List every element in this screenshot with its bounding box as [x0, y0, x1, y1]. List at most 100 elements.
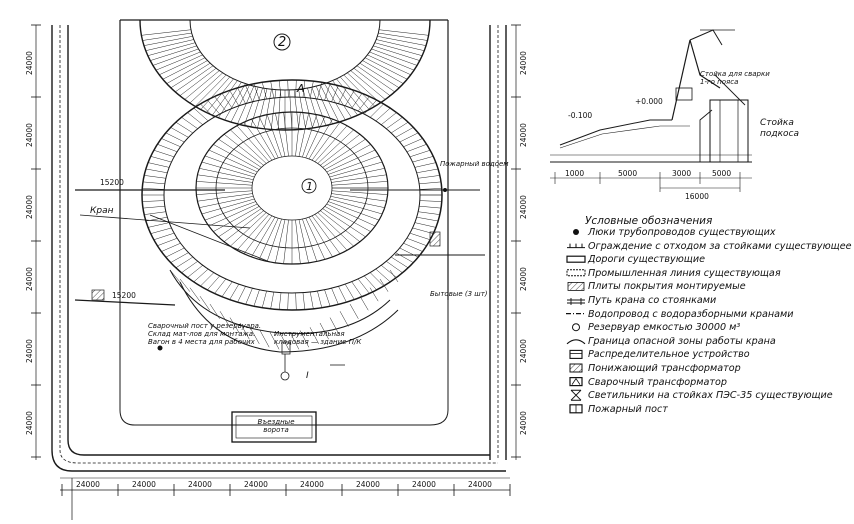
reservoir-rib — [145, 168, 168, 174]
left-dim-label: 24000 — [25, 195, 34, 219]
inner-rib — [329, 161, 383, 178]
sector-rib — [289, 332, 300, 350]
reservoir-rib — [331, 85, 339, 102]
reservoir-rib — [338, 87, 347, 104]
reservoir-rib — [418, 211, 440, 215]
dome-2-rib — [159, 54, 203, 76]
reservoir-rib — [386, 261, 403, 273]
dome-2-rib — [367, 54, 411, 76]
dome-2-rib — [374, 42, 423, 56]
reservoir-rib — [390, 121, 409, 134]
right-dim-label: 24000 — [519, 51, 528, 75]
inner-rib — [308, 216, 333, 258]
reservoir-rib — [324, 83, 331, 101]
road-dim-1: 15200 — [100, 178, 124, 187]
reservoir-rib — [148, 162, 170, 168]
section-tick-3: 5000 — [618, 169, 637, 178]
reservoir-icon — [572, 323, 580, 332]
dome-2-rib — [237, 86, 255, 125]
inner-rib — [314, 214, 348, 251]
manhole-icon — [573, 229, 579, 235]
dome-2-rib — [353, 68, 391, 96]
dome-2-rib — [200, 76, 230, 110]
inner-rib — [201, 161, 255, 178]
reservoir-rib — [386, 117, 403, 129]
inner-rib — [302, 114, 318, 158]
inner-rib — [331, 190, 388, 195]
bottom-dim-label: 24000 — [356, 480, 380, 489]
dome-2-rib — [145, 39, 194, 51]
reservoir-rib — [381, 112, 397, 125]
distribution-icon — [569, 349, 583, 359]
reservoir-rib — [253, 289, 260, 307]
reservoir-rib — [302, 292, 306, 310]
industrial-road-icon — [566, 269, 586, 277]
reservoir-rib — [375, 107, 391, 122]
gate-label: Въездные ворота — [257, 418, 295, 434]
inner-rib — [298, 219, 309, 263]
inner-rib — [305, 116, 326, 159]
dome-2-rib — [147, 42, 196, 56]
bottom-dim-label: 24000 — [132, 480, 156, 489]
left-dim-label: 24000 — [25, 411, 34, 435]
reservoir-rib — [357, 278, 370, 294]
inner-rib — [328, 155, 380, 175]
sector-rib — [379, 278, 389, 292]
inner-rib — [331, 174, 387, 183]
reservoir-rib — [261, 82, 267, 100]
reservoir-rib — [338, 286, 347, 303]
note-tool-storage: Инструментальная кладовая — здание П/К — [274, 330, 362, 346]
dome-2-rib — [336, 78, 364, 113]
right-dim-label: 24000 — [519, 411, 528, 435]
legend-item: Люки трубопроводов существующих — [588, 227, 776, 238]
inner-rib — [320, 134, 361, 166]
reservoir-rib — [419, 188, 442, 190]
inner-rib — [266, 218, 282, 262]
legend-item: Путь крана со стоянками — [588, 295, 717, 306]
dome-2-rib — [340, 76, 370, 110]
crane-lines — [74, 188, 485, 381]
dome-2-rib — [320, 84, 340, 123]
reservoir-rib — [381, 265, 397, 278]
dome-2-rib — [307, 87, 320, 127]
sector-rib — [319, 322, 329, 340]
crane-track-icon — [567, 298, 585, 305]
dimension-lines — [35, 25, 517, 491]
inner-rib — [331, 181, 388, 186]
reservoir-rib — [324, 289, 331, 307]
dome-2-rib — [166, 60, 208, 84]
reservoir-rib — [419, 181, 442, 185]
dome-2-rib — [277, 89, 281, 130]
section-right-label: Стойка подкоса — [760, 118, 800, 139]
reservoir-rib — [270, 291, 275, 309]
inner-rib — [258, 116, 279, 159]
dome-2-rib — [184, 70, 220, 100]
center-mark: I — [306, 371, 309, 381]
dome-2-rib — [289, 89, 293, 130]
dome-2-rib — [298, 89, 306, 129]
reservoir-rib — [165, 132, 185, 143]
reservoir-rib — [142, 200, 165, 202]
inner-rib — [213, 144, 260, 170]
reservoir-rib — [200, 272, 215, 287]
legend-item: Водопровод с водоразборными кранами — [588, 308, 794, 320]
crane-label: Кран — [90, 206, 114, 216]
section-tick-5: 5000 — [712, 169, 731, 178]
inner-rib — [317, 129, 354, 164]
dome-2-rib — [371, 48, 418, 66]
legend-item: Пожарный пост — [588, 403, 668, 415]
inner-rib — [236, 125, 270, 162]
inner-rib — [305, 217, 326, 260]
section-letter: А — [296, 82, 305, 95]
sector-rib — [259, 330, 270, 348]
reservoir-rib — [317, 82, 323, 100]
bottom-dim-label: 24000 — [412, 480, 436, 489]
section-top-label: Стойка для сварки 1-го пояса — [700, 70, 770, 86]
reservoir-rib — [207, 99, 220, 115]
sector-rib — [179, 278, 191, 292]
bottom-dim-label: 24000 — [300, 480, 324, 489]
dome-2-rib — [293, 89, 300, 130]
inner-rib — [230, 129, 267, 164]
reservoir-rib — [142, 205, 165, 209]
inner-rib — [275, 113, 286, 157]
